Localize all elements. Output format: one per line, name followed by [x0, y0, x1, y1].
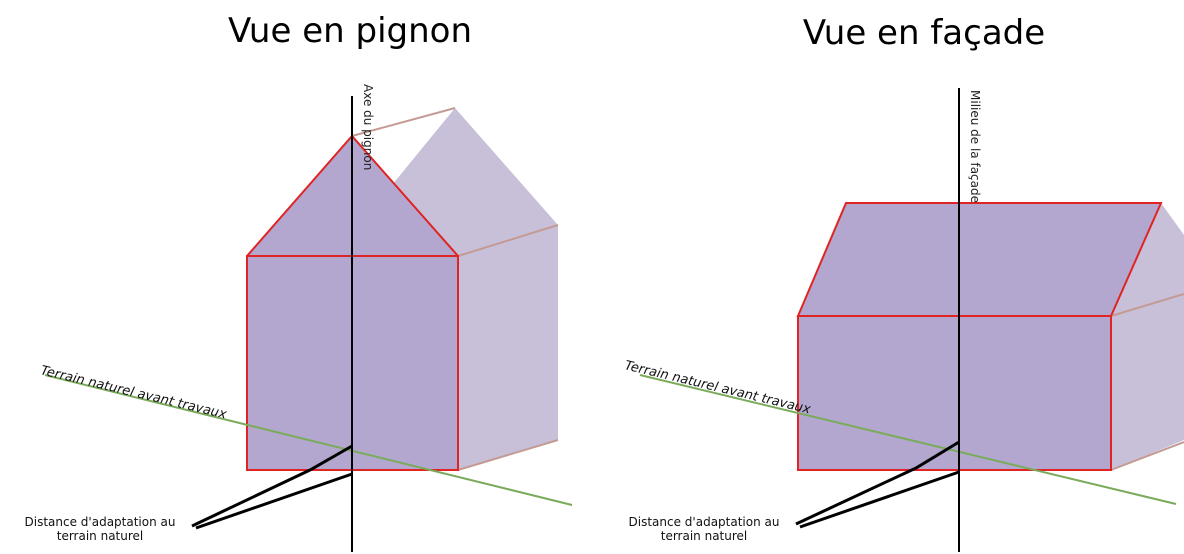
right-roof: [798, 203, 1161, 316]
right-distance-bracket-upper: [795, 440, 960, 526]
right-terrain-line: [639, 374, 1177, 505]
right-panel: Vue en façade Terrain naturel avant trav…: [623, 13, 1184, 552]
left-house-side: [392, 108, 558, 470]
left-distance-label-line1: Distance d'adaptation au: [25, 515, 176, 529]
left-distance-bracket-upper: [191, 444, 353, 528]
right-distance-label-line2: terrain naturel: [661, 529, 748, 543]
right-distance-label-line1: Distance d'adaptation au: [629, 515, 780, 529]
right-terrain-label: Terrain naturel avant travaux: [623, 358, 812, 417]
right-house-side: [1111, 203, 1184, 470]
left-terrain-line: [44, 374, 573, 506]
right-title: Vue en façade: [803, 13, 1045, 53]
right-axis-label: Milieu de la façade: [968, 90, 982, 203]
left-title: Vue en pignon: [228, 11, 472, 51]
left-panel: Vue en pignon Terrain naturel avant trav…: [25, 11, 573, 552]
right-eave-edge: [1110, 293, 1184, 317]
right-distance-bracket-lower: [799, 470, 960, 529]
left-ridge-edge: [351, 107, 456, 137]
left-axis-label: Axe du pignon: [361, 84, 375, 170]
left-distance-bracket-lower: [195, 472, 353, 530]
left-terrain-label: Terrain naturel avant travaux: [39, 363, 228, 422]
left-eave-edge: [457, 224, 559, 257]
right-facade-wall: [798, 316, 1111, 470]
left-base-edge: [457, 439, 559, 471]
right-base-edge: [1110, 441, 1184, 471]
right-wall-outline: [797, 315, 1112, 471]
left-distance-label-line2: terrain naturel: [57, 529, 144, 543]
